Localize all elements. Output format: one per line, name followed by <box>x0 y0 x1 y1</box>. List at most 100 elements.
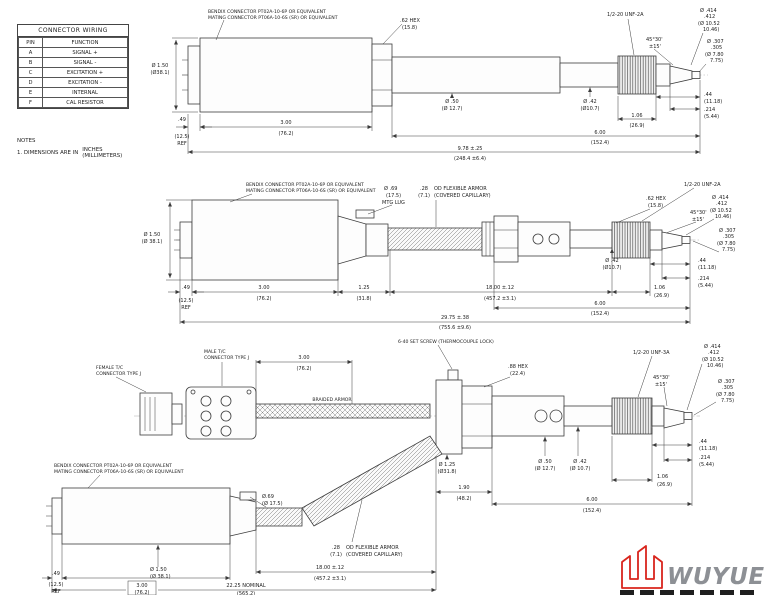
v3-armor-txt2: (COVERED CAPILLARY) <box>346 552 403 558</box>
connector-end <box>187 45 201 105</box>
v3-armor-od: .28 <box>332 545 340 551</box>
v3-len300-top-mm: (76.2) <box>296 366 311 372</box>
flexible-armor <box>387 227 483 251</box>
v2-armor-od-mm: (7.1) <box>418 193 430 199</box>
v3-braided-armor-label: BRAIDED ARMOR <box>312 397 352 403</box>
v3-len300-bot-mm: (76.2) <box>134 590 149 595</box>
diaphragm-tip <box>683 412 693 420</box>
v3-nominal: 22.25 NOMINAL <box>226 583 266 589</box>
v3-len106-mm: (26.9) <box>657 482 672 488</box>
v3-hex-label: .88 HEX <box>508 364 528 370</box>
v2-tip-dia1-mm-b: 10.46) <box>715 214 731 220</box>
v3-len1800: 18.00 ±.12 <box>316 565 344 571</box>
v1-len600: 6.00 <box>594 130 605 136</box>
v3-male-tc-1: MALE T/C <box>204 349 226 355</box>
female-tc-tab <box>171 403 183 425</box>
v2-tip-dia1-mm: (Ø 10.52 <box>710 207 732 214</box>
v2-len125: 1.25 <box>358 285 369 291</box>
v1-tip-dia2-mm-b: 7.75) <box>710 58 723 64</box>
fn-f: CAL RESISTOR <box>42 97 128 108</box>
v3-tip-dia2-mm: (Ø 7.80 <box>716 391 735 398</box>
v1-len044-mm: (11.18) <box>704 99 722 105</box>
set-screw <box>447 369 459 381</box>
v2-neck-dia: Ø .42 <box>605 257 618 264</box>
flexible-armor-horizontal <box>255 507 303 527</box>
transition-cone <box>337 215 367 265</box>
thread-relief <box>649 229 663 251</box>
v3-nominal-mm: (565.2) <box>237 591 255 595</box>
cropped-bottom-text <box>620 590 754 595</box>
v1-body-dia-mm: (Ø38.1) <box>151 69 170 76</box>
diaphragm-tip <box>691 71 701 79</box>
v2-tip-dia1-b: .412 <box>716 201 727 207</box>
v1-bendix-line2: MATING CONNECTOR PT06A-10-6S (SR) OR EQU… <box>208 15 338 21</box>
threaded-section <box>617 55 657 95</box>
dim-box <box>127 580 157 595</box>
v3-tip-dia1-mm: (Ø 10.52 <box>702 356 724 363</box>
v3-len190-mm: (48.2) <box>456 496 471 502</box>
v3-len300-top: 3.00 <box>298 355 309 361</box>
v1-len214: .214 <box>704 107 715 113</box>
transducer-body <box>61 487 231 545</box>
fn-d: EXCITATION - <box>42 77 128 88</box>
connector-end <box>51 497 63 535</box>
v2-ref-mm: (12.5) <box>178 298 193 304</box>
view1-geometry <box>182 37 708 113</box>
v3-dia042-mm: (Ø 10.7) <box>570 465 591 472</box>
view3-dim-lines <box>42 344 717 595</box>
view1-labels: BENDIX CONNECTOR PT02A-10-6P OR EQUIVALE… <box>151 7 724 162</box>
v1-hex-mm: (15.8) <box>402 25 417 31</box>
v3-lug-dia: Ø.69 <box>262 493 274 500</box>
v3-angle: 45°30' <box>653 375 670 381</box>
wuyue-logo-mark <box>621 545 663 589</box>
flange <box>435 379 463 455</box>
v2-len125-mm: (31.8) <box>356 296 371 302</box>
v2-tip-dia2-mm-b: 7.75) <box>722 247 735 253</box>
v3-bendix-line1: BENDIX CONNECTOR PT02A-10-6P OR EQUIVALE… <box>54 463 172 469</box>
v2-len214: .214 <box>698 276 709 282</box>
v3-male-tc-2: CONNECTOR TYPE J <box>204 355 249 361</box>
v3-bendix-line2: MATING CONNECTOR PT06A-10-6S (SR) OR EQU… <box>54 469 184 475</box>
note-unit-inches: INCHES <box>82 147 103 154</box>
v2-lug-dia-mm: (17.5) <box>386 193 401 199</box>
v3-len190: 1.90 <box>458 485 469 491</box>
v3-ref-mm: (12.5) <box>48 582 63 588</box>
v3-angle-tol: ±15' <box>655 382 667 388</box>
v1-neck-dia: Ø .42 <box>583 98 596 105</box>
note-unit-mm: (MILLIMETERS) <box>82 153 123 160</box>
v2-angle-tol: ±15' <box>692 217 704 223</box>
hex-flange <box>371 43 393 107</box>
fn-a: SIGNAL + <box>42 47 128 58</box>
hole <box>548 233 560 245</box>
v3-len300-bot: 3.00 <box>136 583 147 589</box>
view3-labels: FEMALE T/C CONNECTOR TYPE J MALE T/C CON… <box>48 339 734 595</box>
v2-armor-txt1: OD FLEXIBLE ARMOR <box>434 186 487 192</box>
wuyue-wordmark: WUYUE <box>667 564 765 590</box>
neck <box>569 229 613 249</box>
v2-neck-dia-mm: (Ø10.7) <box>603 264 622 271</box>
hole <box>549 409 563 423</box>
v1-len600-mm: (152.4) <box>591 140 609 146</box>
v3-len1800-mm: (457.2 ±3.1) <box>314 576 346 582</box>
v2-len1800-mm: (457.2 ±3.1) <box>484 296 516 302</box>
mounting-lug <box>355 209 375 219</box>
v2-bendix-line1: BENDIX CONNECTOR PT02A-10-6P OR EQUIVALE… <box>246 182 364 188</box>
stem <box>391 56 561 94</box>
v2-angle: 45°30' <box>690 210 707 216</box>
v2-len1800: 18.00 ±.12 <box>486 285 514 291</box>
v3-len600: 6.00 <box>586 497 597 503</box>
v2-armor-od: .28 <box>420 186 428 192</box>
v1-stem-dia: Ø .50 <box>445 98 458 105</box>
v2-ref-txt: REF <box>181 305 191 311</box>
v1-tip-dia1-mm-b: 10.46) <box>703 27 719 33</box>
v3-body-dia: Ø 1.50 <box>150 566 167 573</box>
v1-tip-dia1: Ø .414 <box>700 7 717 14</box>
v1-len300-mm: (76.2) <box>278 131 293 137</box>
v3-len214: .214 <box>699 455 710 461</box>
v1-bendix-line1: BENDIX CONNECTOR PT02A-10-6P OR EQUIVALE… <box>208 9 326 15</box>
armor-collar <box>365 223 389 257</box>
